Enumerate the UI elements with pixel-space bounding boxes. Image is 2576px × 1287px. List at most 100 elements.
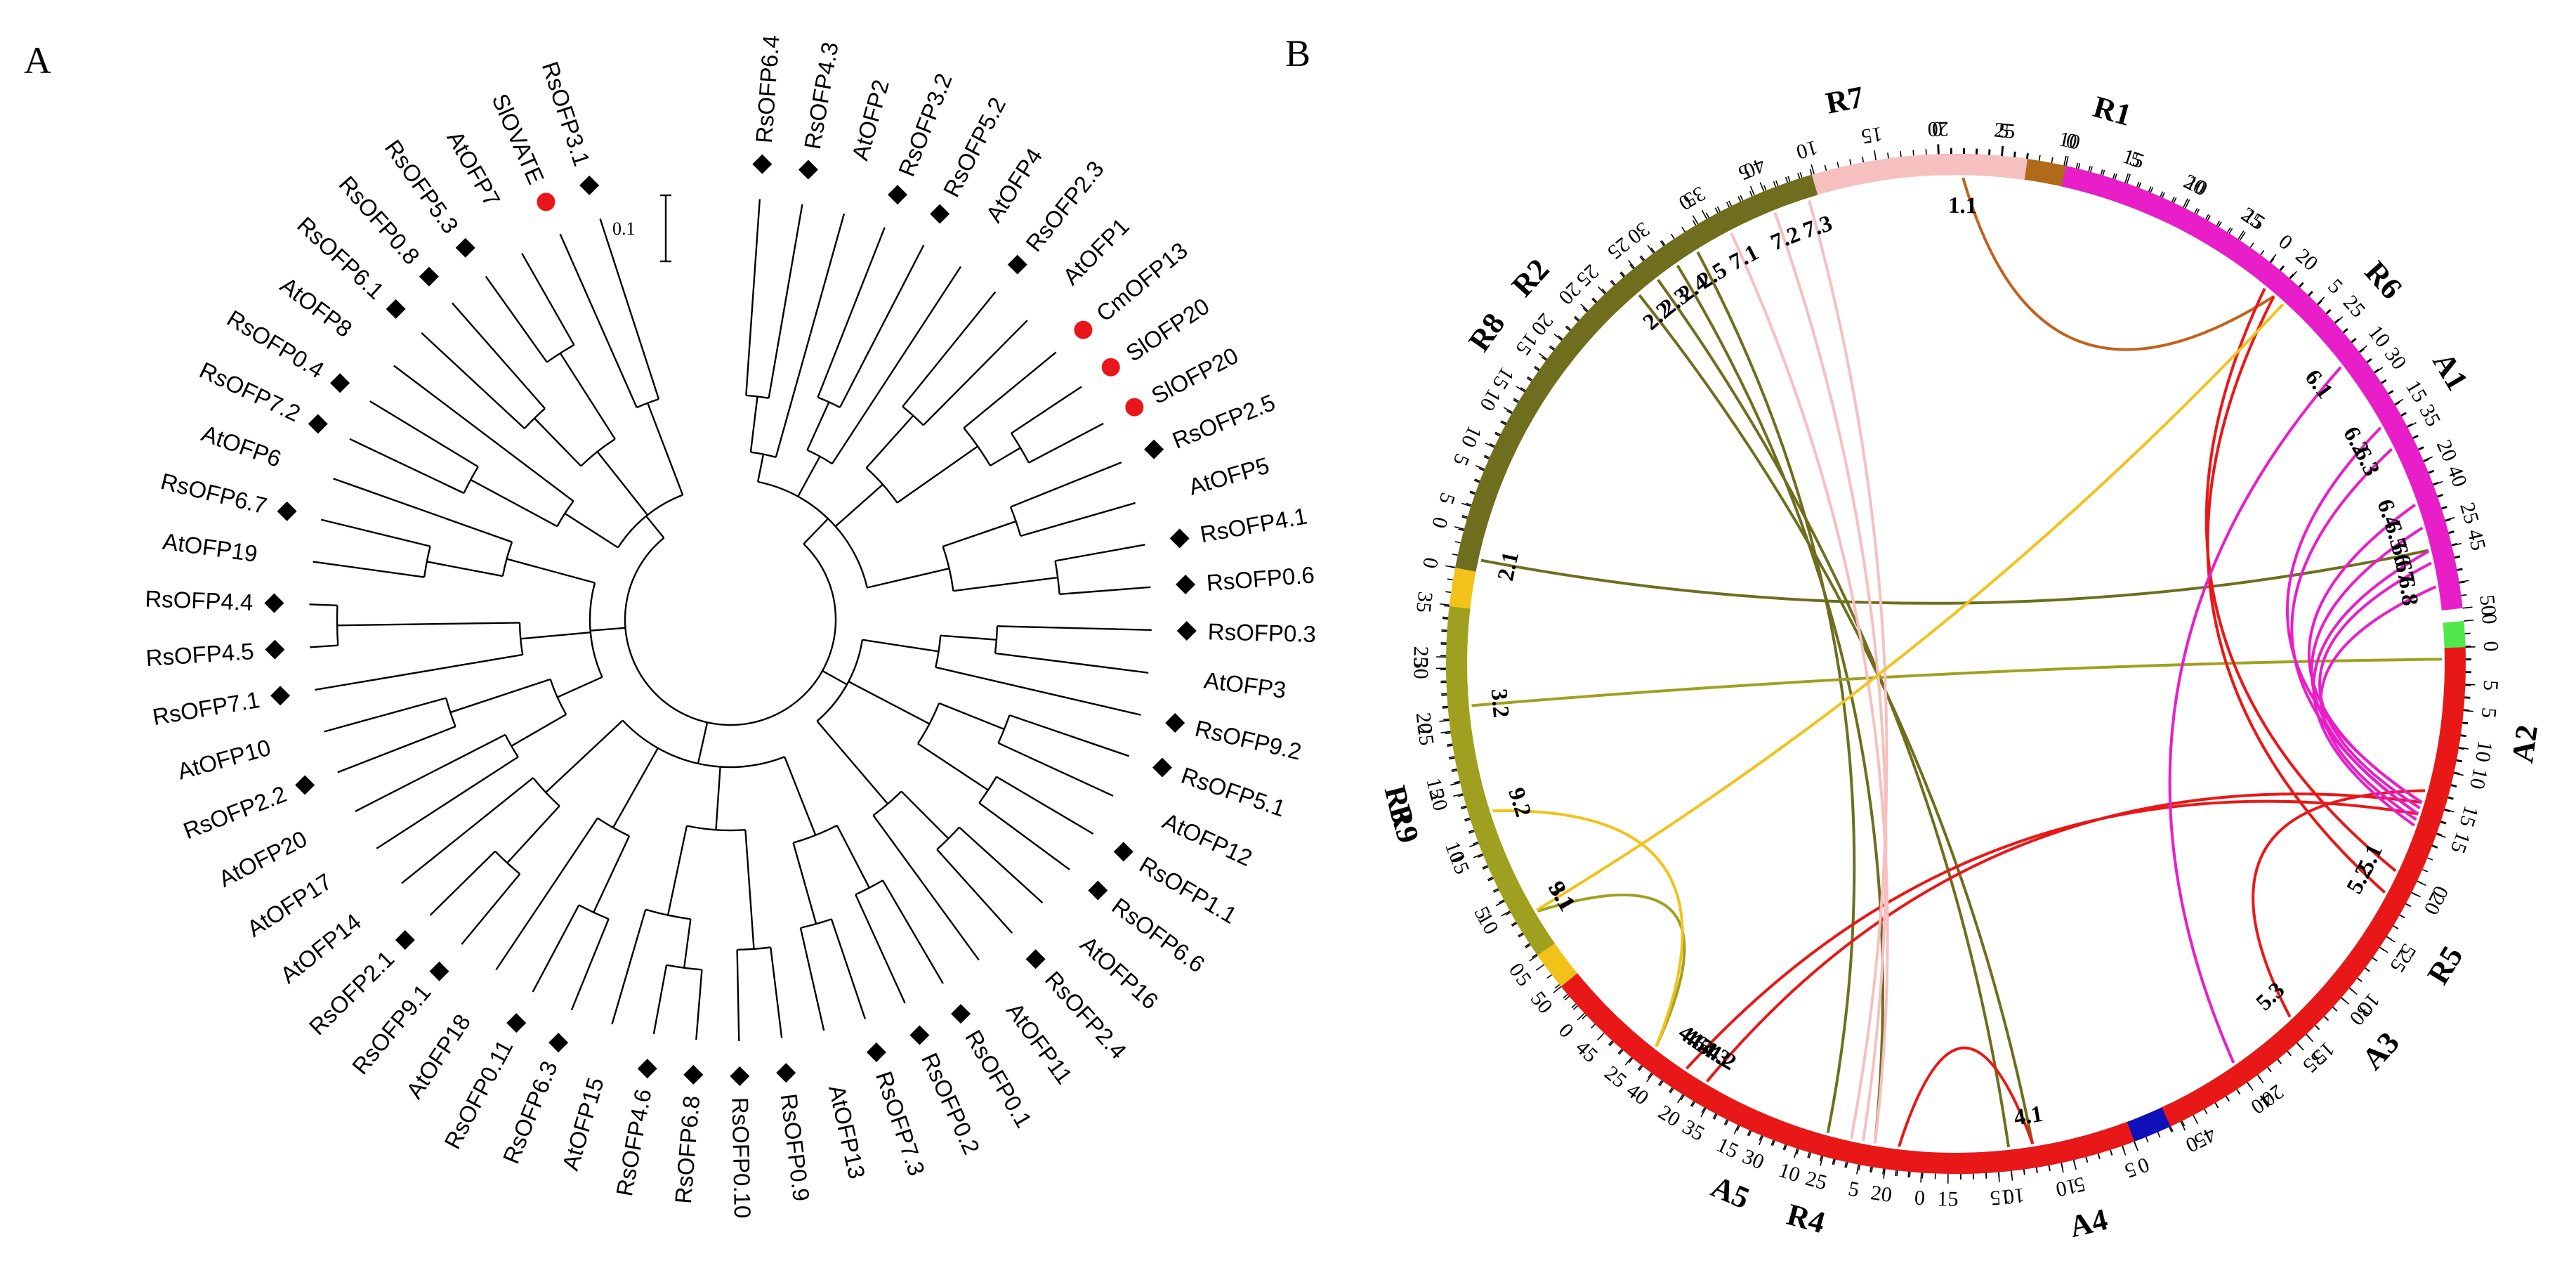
axis-tick — [1669, 1087, 1673, 1093]
tree-branch — [686, 825, 746, 832]
axis-tick — [2342, 327, 2348, 333]
leaf-marker-diamond — [295, 775, 315, 795]
axis-tick — [2444, 809, 2455, 813]
axis-tick — [1442, 707, 1448, 709]
tree-branch — [590, 627, 626, 632]
axis-tick — [1492, 888, 1499, 892]
tree-branch — [792, 842, 817, 925]
axis-tick — [2260, 250, 2265, 256]
axis-tick — [1454, 541, 1461, 544]
leaf-marker-diamond — [506, 1013, 527, 1033]
synteny-link — [1537, 894, 1686, 1047]
axis-tick — [1716, 206, 1721, 212]
axis-tick-label: 40 — [1622, 1078, 1653, 1109]
tree-branch — [596, 451, 648, 516]
axis-tick — [2459, 747, 2469, 750]
axis-tick — [1883, 1168, 1886, 1179]
leaf-marker-diamond — [1088, 880, 1108, 901]
axis-tick — [2445, 516, 2455, 521]
gene-label: 7.3 — [1800, 211, 1835, 244]
axis-tick — [1565, 326, 1570, 332]
axis-tick-label: 25 — [1409, 646, 1432, 667]
scale-bar-label: 0.1 — [612, 218, 636, 239]
axis-tick — [1445, 565, 1456, 568]
leaf-marker-diamond — [1176, 621, 1197, 641]
axis-tick — [2296, 1042, 2304, 1051]
synteny-link — [2307, 503, 2423, 804]
tree-branch — [737, 946, 771, 951]
tree-branch — [775, 213, 846, 458]
axis-tick — [2194, 208, 2198, 214]
leaf-label: AtOFP3 — [1202, 667, 1287, 703]
leaf-marker-diamond — [1144, 439, 1164, 459]
axis-tick — [1659, 1080, 1664, 1087]
axis-tick-label: 5 — [2072, 1172, 2087, 1198]
axis-tick-label: 15 — [1937, 1187, 1959, 1210]
axis-tick — [2412, 434, 2419, 438]
tree-branch — [959, 826, 1044, 903]
axis-tick — [1489, 443, 1495, 447]
synteny-link — [2310, 526, 2424, 816]
axis-tick — [1580, 303, 1589, 312]
axis-tick — [1553, 333, 1563, 341]
axis-tick — [2399, 914, 2405, 918]
axis-tick — [2114, 174, 2117, 180]
axis-tick — [2453, 772, 2464, 776]
axis-tick — [1483, 456, 1490, 459]
tree-branch — [770, 947, 783, 1038]
axis-tick — [2136, 181, 2140, 188]
leaf-label: RsOFP4.6 — [611, 1087, 656, 1198]
axis-tick — [1447, 743, 1453, 746]
axis-tick — [1461, 515, 1468, 518]
axis-tick — [2100, 169, 2103, 176]
tree-branch — [736, 949, 740, 1041]
tree-branch — [1059, 586, 1151, 596]
chromosome-label-r7: R7 — [1823, 79, 1867, 120]
axis-tick — [2317, 296, 2325, 305]
axis-tick — [1794, 1148, 1798, 1158]
axis-tick — [2280, 266, 2285, 271]
axis-tick — [2216, 220, 2221, 226]
axis-tick — [2455, 556, 2461, 559]
axis-tick — [1460, 805, 1466, 809]
axis-tick — [2431, 845, 2438, 849]
axis-tick — [1601, 288, 1607, 294]
axis-tick — [2395, 401, 2400, 406]
chromosome-arc-r3 — [1446, 606, 1555, 955]
synteny-link — [2204, 287, 2397, 873]
axis-tick — [2381, 379, 2387, 384]
axis-tick — [1461, 516, 1468, 519]
axis-tick — [2334, 316, 2344, 324]
axis-tick — [2407, 423, 2412, 427]
tree-branch — [900, 790, 949, 840]
axis-tick-label: 10 — [1776, 1158, 1803, 1187]
tree-branch — [963, 351, 1057, 429]
tree-branch — [942, 520, 1017, 548]
leaf-marker-diamond — [1007, 254, 1027, 275]
tree-branch — [978, 802, 1070, 870]
axis-tick — [2462, 606, 2473, 609]
axis-tick-label: 25 — [2339, 291, 2370, 322]
axis-tick — [1690, 1101, 1695, 1106]
axis-tick — [1571, 1003, 1577, 1009]
axis-tick — [1461, 502, 1471, 507]
axis-tick — [2388, 391, 2394, 395]
axis-tick — [1921, 1172, 1924, 1179]
synteny-link — [1480, 549, 2429, 605]
synteny-link — [2312, 549, 2430, 827]
axis-tick — [1553, 986, 1562, 993]
leaf-marker-diamond — [419, 266, 439, 287]
axis-tick-label: 10 — [1457, 422, 1487, 451]
tree-branch — [715, 766, 721, 830]
leaf-marker-diamond — [683, 1064, 704, 1085]
gene-label: 6.1 — [2300, 365, 2338, 404]
axis-tick — [2145, 1137, 2149, 1143]
axis-tick — [1501, 420, 1507, 424]
axis-tick — [1541, 356, 1547, 361]
tree-branch — [611, 909, 647, 1025]
axis-tick — [2098, 1153, 2101, 1159]
axis-tick — [2358, 345, 2367, 353]
leaf-marker-diamond — [264, 593, 284, 613]
tree-branch — [784, 756, 817, 836]
